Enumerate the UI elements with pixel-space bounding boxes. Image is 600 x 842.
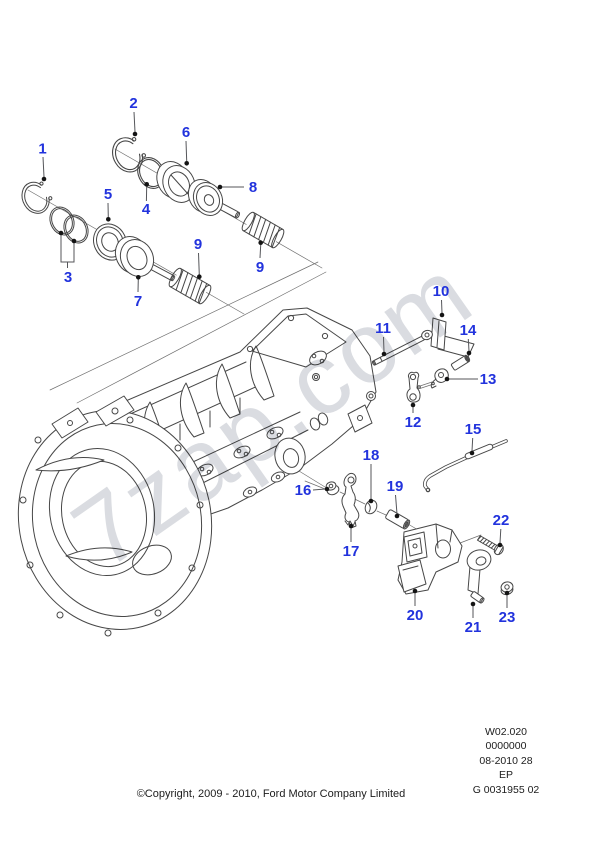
part-17-shift-lever	[341, 472, 360, 529]
callout-21: 21	[465, 619, 482, 636]
callout-17: 17	[343, 543, 360, 560]
part-6-retainer	[156, 161, 196, 203]
part-1-snap-ring	[16, 176, 57, 219]
drawing-number-line: W02.020	[484, 726, 528, 738]
case-bolt-bosses	[196, 426, 286, 498]
callout-5: 5	[104, 186, 112, 203]
callout-12: 12	[405, 414, 422, 431]
case-top-flange	[246, 313, 347, 381]
callout-19: 19	[387, 478, 404, 495]
part-2-snap-ring	[106, 131, 151, 178]
callout-23: 23	[499, 609, 516, 626]
callout-15: 15	[465, 421, 482, 438]
part-8-shaft	[187, 178, 241, 219]
drawing-number-block: W02.020 0000000 08-2010 28 EP G 0031955 …	[441, 725, 571, 797]
part-14-pin	[450, 354, 471, 371]
callout-16: 16	[295, 482, 312, 499]
part-15-selector-rod	[423, 439, 508, 493]
drawing-number-line: G 0031955 02	[472, 783, 540, 796]
footer-copyright: ©Copyright, 2009 - 2010, Ford Motor Comp…	[136, 788, 406, 800]
callout-1: 1	[38, 141, 46, 158]
drawing-number-line: 0000000	[485, 740, 527, 753]
part-20-shift-housing	[397, 523, 463, 595]
drawing-number-line: 08-2010 28	[479, 754, 533, 767]
bell-housing	[17, 395, 213, 637]
callout-20: 20	[407, 607, 424, 624]
bell-bolt-holes	[19, 416, 204, 637]
part-18-washer	[364, 499, 378, 515]
leader-lines	[41, 111, 510, 618]
callout-14: 14	[460, 322, 477, 339]
part-9-spring-upper	[239, 210, 287, 250]
callout-18: 18	[363, 447, 380, 464]
part-19-spring-pin	[385, 509, 411, 530]
callout-11: 11	[375, 320, 391, 337]
callout-4: 4	[142, 201, 151, 218]
part-23-nut	[500, 581, 514, 596]
callout-8: 8	[249, 179, 257, 196]
part-12-lever	[406, 371, 421, 403]
callout-9b: 9	[256, 259, 264, 276]
callout-labels: 1 2 3 4 5 6 7 8 9 9 10 11 12 13 14 15 16…	[38, 95, 515, 636]
callout-22: 22	[493, 512, 510, 529]
callout-10: 10	[433, 283, 450, 300]
part-3-seal-rings	[44, 202, 94, 248]
case-right-end	[274, 391, 376, 475]
callout-2: 2	[129, 95, 137, 112]
callout-9a: 9	[194, 236, 202, 253]
callout-13: 13	[480, 371, 497, 388]
part-7-bearing-and-shaft	[114, 236, 176, 282]
drawing-number-line: EP	[498, 769, 513, 782]
part-21-lever-arm	[466, 549, 492, 604]
part-9-spring-lower	[166, 266, 214, 306]
callout-6: 6	[182, 124, 190, 141]
callout-3: 3	[64, 269, 72, 286]
callout-7: 7	[134, 293, 142, 310]
